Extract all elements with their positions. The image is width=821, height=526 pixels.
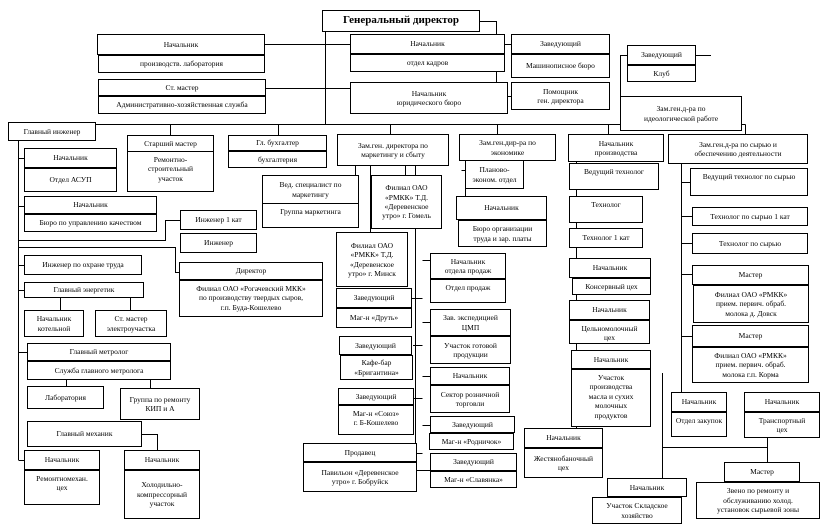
hr-head: Начальник	[350, 34, 505, 54]
technologist-1cat: Технолог 1 кат	[569, 228, 643, 248]
cafe-brigantina: Кафе-бар «Бригантина»	[340, 355, 413, 380]
warehouse-unit: Участок Складское хозяйство	[592, 497, 682, 524]
kip-repair-group: Группа по ремонту КИП и А	[120, 388, 200, 420]
admin-unit: Административно-хозяйственная служба	[98, 96, 266, 114]
bobruisk-pavilion: Павильон «Деревенское утро» г. Бобруйск	[303, 462, 417, 492]
typing-head: Заведующий	[511, 34, 610, 54]
branch-minsk: Филиал ОАО «РМКК» Т.Д. «Деревенское утро…	[336, 232, 408, 287]
hr-unit: отдел кадров	[350, 54, 505, 72]
marketing-specialist: Вед. специалист по маркетингу	[262, 175, 359, 204]
senior-master: Старший мастер	[127, 135, 214, 152]
labor-bureau-head: Начальник	[456, 196, 547, 220]
transport-head: Начальник	[744, 392, 820, 412]
master-korma: Мастер	[692, 325, 809, 347]
legal-head: Начальник юридического бюро	[350, 82, 508, 114]
quality-head: Начальник	[24, 196, 157, 214]
chief-power-engineer: Главный энергетик	[24, 282, 144, 298]
procurement-dept: Отдел закупок	[671, 412, 727, 437]
deputy-ideology: Зам.ген.д-ра по идеологической работе	[620, 96, 742, 131]
retail-sector: Сектор розничной торговли	[430, 385, 510, 413]
can-shop: Жестянобаночный цех	[524, 448, 603, 478]
retail-head: Начальник	[430, 367, 510, 385]
engineer: Инженер	[180, 233, 257, 253]
lab-head: Начальник	[97, 34, 265, 55]
assistant-director: Помощник ген. директора	[511, 82, 610, 110]
mech-repair-shop: Ремонтномехан. цех	[24, 470, 100, 505]
planning-economic-dept: Планово- эконом. отдел	[465, 160, 524, 189]
raw-technologist-1cat: Технолог по сырью 1 кат	[692, 207, 808, 226]
technologist: Технолог	[569, 196, 643, 223]
marketing-group: Группа маркетинга	[262, 203, 359, 228]
chief-metrologist: Главный метролог	[27, 343, 171, 361]
raw-technologist: Технолог по сырью	[692, 233, 808, 254]
engineer-1cat: Инженер 1 кат	[180, 210, 257, 230]
rodnichok-store: Маг-н «Родничок»	[429, 433, 514, 450]
sales-dept: Отдел продаж	[430, 279, 506, 303]
whole-milk-head: Начальник	[569, 300, 650, 320]
slavyanka-manager: Заведующий	[430, 453, 517, 471]
lead-raw-technologist: Ведущий технолог по сырью	[690, 168, 808, 196]
drut-store: Маг-н «Друть»	[336, 308, 412, 328]
butter-head: Начальник	[571, 350, 651, 369]
laboratory: Лаборатория	[27, 386, 104, 409]
club-head: Заведующий	[627, 45, 696, 65]
refrigeration-repair-team: Звено по ремонту и обслуживанию холод. у…	[696, 482, 820, 519]
chief-mechanic: Главный механик	[27, 421, 142, 447]
branch-director: Директор	[179, 262, 323, 280]
procurement-head: Начальник	[671, 392, 727, 412]
expedition-head: Зав. экспедицией ЦМП	[430, 309, 511, 336]
finished-goods-unit: Участок готовой продукции	[430, 336, 511, 364]
accounting-unit: бухгалтерия	[228, 151, 327, 168]
boiler-head: Начальник котельной	[24, 310, 84, 337]
branch-dovsk: Филиал ОАО «РМКК» прием. первич. обраб. …	[693, 285, 809, 323]
general-director: Генеральный директор	[322, 10, 480, 32]
safety-engineer: Инженер по охране труда	[24, 255, 142, 275]
club-unit: Клуб	[627, 65, 696, 82]
deputy-raw-materials: Зам.ген.д-ра по сырью и обеспечению деят…	[668, 134, 808, 164]
asup-unit: Отдел АСУП	[24, 168, 117, 192]
drut-manager: Заведующий	[336, 288, 412, 308]
asup-head: Начальник	[24, 148, 117, 168]
quality-bureau: Бюро по управлению качеством	[24, 214, 157, 232]
seller: Продавец	[303, 443, 417, 462]
sales-head: Начальник отдела продаж	[430, 253, 506, 279]
lab-unit: производств. лаборатория	[98, 55, 265, 73]
electrical-master: Ст. мастер электроучастка	[95, 310, 167, 337]
master-dovsk: Мастер	[692, 265, 809, 285]
whole-milk-shop: Цельномолочный цех	[569, 320, 650, 344]
repair-master: Мастер	[724, 462, 800, 482]
deputy-marketing: Зам.ген. директора по маркетингу и сбыту	[337, 134, 449, 166]
canning-shop: Консервный цех	[572, 278, 651, 295]
branch-gomel: Филиал ОАО «РМКК» Т.Д. «Деревенское утро…	[371, 175, 442, 229]
typing-unit: Машинописное бюро	[511, 54, 610, 78]
branch-korma: Филиал ОАО «РМКК» прием. первич. обраб. …	[692, 347, 809, 383]
transport-shop: Транспортный цех	[744, 412, 820, 438]
canning-head: Начальник	[569, 258, 651, 278]
rodnichok-manager: Заведующий	[430, 416, 515, 433]
deputy-economics: Зам.ген.дир-ра по экономике	[459, 134, 556, 161]
admin-head: Ст. мастер	[98, 79, 266, 96]
soyuz-manager: Заведующий	[338, 388, 414, 405]
metrology-service: Служба главного метролога	[27, 361, 171, 380]
refrigeration-head: Начальник	[124, 450, 200, 470]
soyuz-store: Маг-н «Союз» г. Б-Кошелево	[338, 405, 414, 435]
refrigeration-unit: Холодильно- компрессорный участок	[124, 470, 200, 519]
can-shop-head: Начальник	[524, 428, 603, 448]
lead-technologist: Ведущий технолог	[569, 163, 659, 190]
cafe-manager: Заведующий	[339, 336, 412, 355]
branch-rogachev: Филиал ОАО «Рогачевский МКК» по производ…	[179, 280, 323, 317]
chief-engineer: Главный инженер	[8, 122, 96, 141]
warehouse-head: Начальник	[607, 478, 687, 497]
butter-unit: Участок производства масла и сухих молоч…	[571, 369, 651, 427]
chief-accountant: Гл. бухгалтер	[228, 135, 327, 151]
mech-repair-head: Начальник	[24, 450, 100, 470]
repair-construction-unit: Ремонтно- строительный участок	[127, 151, 214, 192]
labor-bureau-unit: Бюро организации труда и зар. платы	[458, 220, 547, 247]
slavyanka-store: Маг-н «Славянка»	[430, 471, 517, 488]
production-head: Начальник производства	[568, 134, 664, 162]
